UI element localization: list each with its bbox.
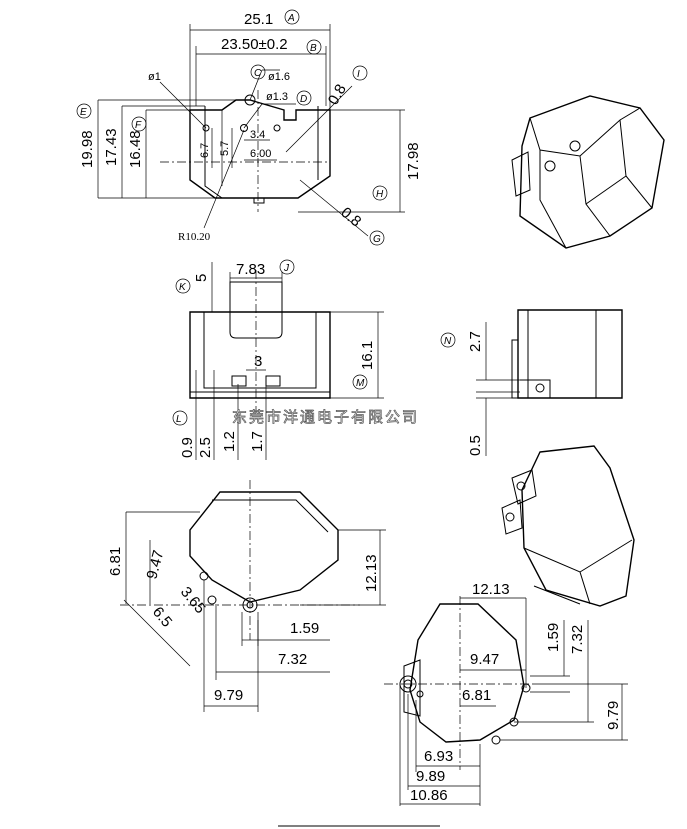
dim-1-7: 1.7 bbox=[249, 431, 266, 452]
dim-2-7: 2.7 bbox=[467, 331, 484, 352]
dim-17-43: 17.43 bbox=[103, 128, 120, 166]
bottom-right-view: 12.13 1.59 7.32 9.47 6.81 9.79 6.93 9.89… bbox=[384, 581, 628, 806]
dim-1-59-right: 1.59 bbox=[545, 623, 562, 652]
front-view: 7.83 5 3 16.1 0.9 2.5 1.2 1.7 K J L M bbox=[173, 260, 384, 460]
dim-3-4: 3.4 bbox=[250, 129, 265, 141]
dim-7-32-right: 7.32 bbox=[569, 625, 586, 654]
dim-5: 5 bbox=[193, 274, 210, 282]
company-watermark: 东莞市洋通电子有限公司 bbox=[232, 408, 419, 426]
dim-12-13-right: 12.13 bbox=[472, 581, 510, 598]
marker-n: N bbox=[444, 336, 452, 347]
dim-6-93: 6.93 bbox=[424, 748, 453, 765]
dim-16-48: 16.48 bbox=[127, 130, 144, 168]
bottom-right-outline bbox=[410, 604, 524, 742]
dim-3: 3 bbox=[254, 353, 262, 370]
dim-9-79-left: 9.79 bbox=[214, 687, 243, 704]
radius-note: R10.20 bbox=[178, 231, 211, 243]
dim-9-79-right: 9.79 bbox=[605, 701, 622, 730]
bottom-left-view: 6.81 9.47 3.65 6.5 12.13 1.59 7.32 9.79 bbox=[107, 480, 386, 712]
bottom-left-outline bbox=[190, 492, 338, 602]
dim-phi-1-6: ø1.6 bbox=[268, 71, 290, 83]
dim-16-1: 16.1 bbox=[359, 341, 376, 370]
dim-7-32-left: 7.32 bbox=[278, 651, 307, 668]
dim-1-59-left: 1.59 bbox=[290, 620, 319, 637]
mount-hole-right bbox=[274, 125, 280, 131]
dim-6-81-left: 6.81 bbox=[107, 547, 124, 576]
dim-0-8-top: 0.8 bbox=[325, 81, 350, 108]
dim-23-50: 23.50±0.2 bbox=[221, 36, 288, 53]
mount-hole-small bbox=[241, 125, 248, 132]
marker-k: K bbox=[179, 282, 187, 293]
marker-i: I bbox=[357, 69, 360, 80]
marker-l: L bbox=[176, 414, 182, 425]
side-view: 2.7 0.5 N bbox=[441, 310, 622, 456]
dim-6-7: 6.7 bbox=[199, 143, 211, 158]
dim-25-1: 25.1 bbox=[244, 11, 273, 28]
dim-6-00: 6.00 bbox=[250, 148, 271, 160]
dim-2-5: 2.5 bbox=[197, 437, 214, 458]
marker-c: C bbox=[254, 68, 262, 79]
marker-d: D bbox=[300, 94, 307, 105]
dim-12-13-left: 12.13 bbox=[363, 554, 380, 592]
iso-view-top bbox=[512, 96, 664, 248]
dim-19-98: 19.98 bbox=[79, 130, 96, 168]
dim-6-81-right: 6.81 bbox=[462, 687, 491, 704]
top-view: 25.1 23.50±0.2 ø1.6 ø1.3 ø1 19.98 17.43 … bbox=[77, 10, 422, 245]
dim-7-83: 7.83 bbox=[236, 261, 265, 278]
side-view-outline bbox=[518, 310, 622, 398]
marker-g: G bbox=[373, 234, 381, 245]
iso-view-bottom bbox=[502, 446, 634, 606]
marker-m: M bbox=[356, 378, 365, 389]
dim-17-98: 17.98 bbox=[405, 142, 422, 180]
dim-phi-1-3: ø1.3 bbox=[266, 91, 288, 103]
dim-9-89: 9.89 bbox=[416, 768, 445, 785]
dim-6-5: 6.5 bbox=[149, 604, 175, 631]
marker-h: H bbox=[376, 189, 384, 200]
dim-0-5: 0.5 bbox=[467, 435, 484, 456]
marker-a: A bbox=[287, 13, 295, 24]
marker-j: J bbox=[283, 263, 290, 274]
dim-10-86: 10.86 bbox=[410, 787, 448, 804]
dim-5-7: 5.7 bbox=[219, 141, 231, 156]
marker-f: F bbox=[135, 120, 142, 131]
dim-0-9: 0.9 bbox=[179, 437, 196, 458]
dim-1-2: 1.2 bbox=[221, 431, 238, 452]
dim-9-47-left: 9.47 bbox=[143, 548, 167, 581]
mount-hole-left bbox=[203, 125, 209, 131]
dim-0-8-bottom: 0.8 bbox=[337, 204, 364, 230]
marker-e: E bbox=[80, 107, 87, 118]
dim-9-47-right: 9.47 bbox=[470, 651, 499, 668]
dim-phi-1: ø1 bbox=[148, 71, 161, 83]
marker-b: B bbox=[310, 43, 317, 54]
